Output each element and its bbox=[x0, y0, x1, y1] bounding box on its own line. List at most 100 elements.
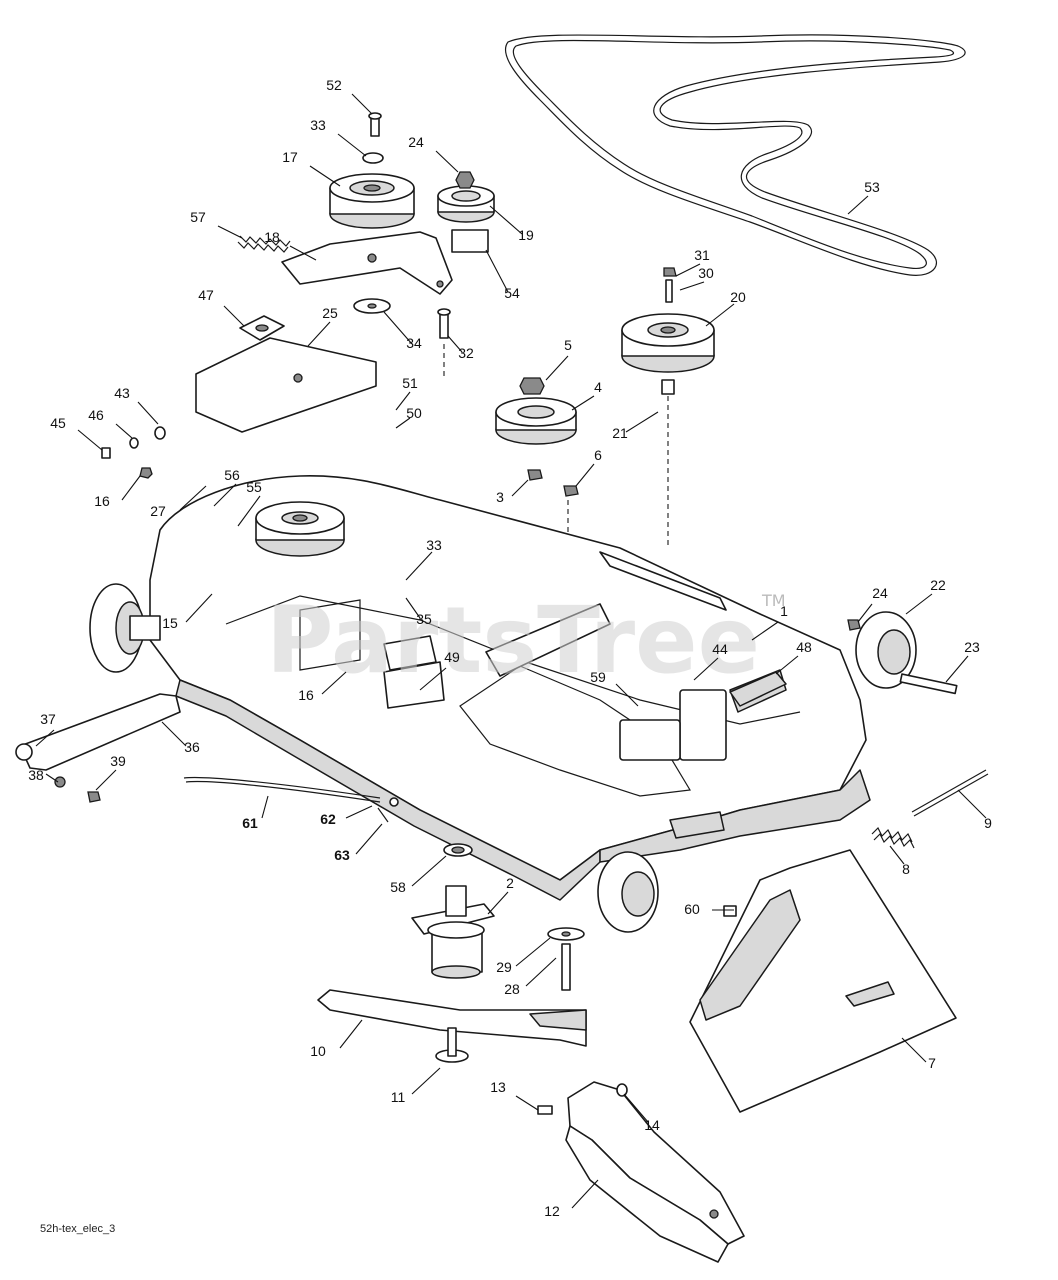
callout-label[interactable]: 12 bbox=[544, 1203, 560, 1219]
callout-label[interactable]: 28 bbox=[504, 981, 520, 997]
callout-label[interactable]: 17 bbox=[282, 149, 298, 165]
callout-label[interactable]: 36 bbox=[184, 739, 200, 755]
callout-label[interactable]: 18 bbox=[264, 229, 280, 245]
callout-label[interactable]: 30 bbox=[698, 265, 714, 281]
belt-cover-25[interactable] bbox=[195, 337, 377, 433]
callout-label[interactable]: 53 bbox=[864, 179, 880, 195]
washer-29[interactable] bbox=[547, 927, 585, 941]
blade-10[interactable] bbox=[317, 989, 587, 1047]
callout-label[interactable]: 24 bbox=[408, 134, 424, 150]
caster-wheel-left[interactable] bbox=[89, 583, 161, 673]
callout-label[interactable]: 45 bbox=[50, 415, 66, 431]
leader-line bbox=[261, 795, 269, 819]
callout-label[interactable]: 56 bbox=[224, 467, 240, 483]
callout-label[interactable]: 15 bbox=[162, 615, 178, 631]
idler-pulley-17[interactable] bbox=[329, 173, 415, 229]
washer-33-top[interactable] bbox=[362, 152, 384, 164]
callout-label[interactable]: 16 bbox=[94, 493, 110, 509]
bolt-52[interactable] bbox=[368, 112, 382, 137]
bolt-28[interactable] bbox=[561, 943, 571, 991]
bearing-58[interactable] bbox=[443, 843, 473, 857]
hardware-43-46-45[interactable] bbox=[101, 426, 166, 479]
spring-57[interactable] bbox=[237, 235, 291, 253]
flat-idler-pulley-19[interactable] bbox=[437, 185, 495, 253]
rod-9[interactable] bbox=[911, 769, 989, 817]
callout-label[interactable]: 62 bbox=[320, 811, 336, 827]
callout-label[interactable]: 35 bbox=[416, 611, 432, 627]
leader-line bbox=[137, 401, 159, 425]
bolt-32[interactable] bbox=[437, 308, 451, 339]
leader-line bbox=[35, 729, 55, 747]
callout-label[interactable]: 7 bbox=[928, 1055, 936, 1071]
callout-label[interactable]: 50 bbox=[406, 405, 422, 421]
washer-34[interactable] bbox=[353, 298, 391, 314]
callout-label[interactable]: 24 bbox=[872, 585, 888, 601]
callout-label[interactable]: 11 bbox=[391, 1089, 406, 1105]
rod-61[interactable] bbox=[183, 776, 399, 823]
spring-8[interactable] bbox=[871, 826, 915, 849]
callout-label[interactable]: 34 bbox=[406, 335, 422, 351]
drive-belt[interactable] bbox=[505, 34, 966, 276]
callout-label[interactable]: 59 bbox=[590, 669, 606, 685]
idler-arm-18[interactable] bbox=[281, 231, 453, 295]
chute-bracket-12[interactable] bbox=[537, 1081, 745, 1263]
callout-label[interactable]: 9 bbox=[984, 815, 992, 831]
callout-label[interactable]: 61 bbox=[242, 815, 258, 831]
callout-label[interactable]: 27 bbox=[150, 503, 166, 519]
spindle-assembly-2[interactable] bbox=[411, 885, 495, 979]
callout-label[interactable]: 31 bbox=[694, 247, 710, 263]
callout-label[interactable]: 29 bbox=[496, 959, 512, 975]
callout-label[interactable]: 20 bbox=[730, 289, 746, 305]
hardware-3-6[interactable] bbox=[527, 469, 579, 497]
callout-label[interactable]: 48 bbox=[796, 639, 812, 655]
lift-link-36[interactable] bbox=[15, 693, 181, 803]
callout-label[interactable]: 22 bbox=[930, 577, 946, 593]
callout-label[interactable]: 14 bbox=[644, 1117, 660, 1133]
callout-label[interactable]: 52 bbox=[326, 77, 342, 93]
callout-label[interactable]: 57 bbox=[190, 209, 206, 225]
gauge-wheel-22[interactable] bbox=[847, 611, 958, 695]
callout-label[interactable]: 3 bbox=[496, 489, 504, 505]
callout-label[interactable]: 33 bbox=[310, 117, 326, 133]
callout-label[interactable]: 16 bbox=[298, 687, 314, 703]
callout-label[interactable]: 55 bbox=[246, 479, 262, 495]
callout-label[interactable]: 10 bbox=[310, 1043, 326, 1059]
leader-line bbox=[355, 823, 383, 855]
spindle-pulley-55[interactable] bbox=[255, 501, 345, 557]
callout-label[interactable]: 2 bbox=[506, 875, 514, 891]
callout-label[interactable]: 19 bbox=[518, 227, 534, 243]
callout-label[interactable]: 13 bbox=[490, 1079, 506, 1095]
callout-label[interactable]: 54 bbox=[504, 285, 520, 301]
callout-label[interactable]: 6 bbox=[594, 447, 602, 463]
caster-wheel-bottom[interactable] bbox=[597, 851, 659, 933]
callout-57: 57 bbox=[190, 209, 243, 239]
callout-label[interactable]: 43 bbox=[114, 385, 130, 401]
callout-label[interactable]: 51 bbox=[402, 375, 418, 391]
callout-label[interactable]: 58 bbox=[390, 879, 406, 895]
nut-24-top[interactable] bbox=[455, 171, 475, 189]
callout-label[interactable]: 49 bbox=[444, 649, 460, 665]
discharge-chute-7[interactable] bbox=[689, 849, 957, 1113]
callout-label[interactable]: 37 bbox=[40, 711, 56, 727]
callout-label[interactable]: 23 bbox=[964, 639, 980, 655]
callout-label[interactable]: 32 bbox=[458, 345, 474, 361]
callout-label[interactable]: 1 bbox=[780, 603, 788, 619]
pulley-4[interactable] bbox=[495, 377, 577, 445]
callout-label[interactable]: 60 bbox=[684, 901, 700, 917]
callout-label[interactable]: 63 bbox=[334, 847, 350, 863]
callout-label[interactable]: 44 bbox=[712, 641, 728, 657]
callout-label[interactable]: 46 bbox=[88, 407, 104, 423]
mower-deck-1[interactable] bbox=[149, 475, 871, 901]
callout-label[interactable]: 33 bbox=[426, 537, 442, 553]
callout-label[interactable]: 4 bbox=[594, 379, 602, 395]
callout-label[interactable]: 39 bbox=[110, 753, 126, 769]
plate-47[interactable] bbox=[239, 315, 285, 341]
pulley-20[interactable] bbox=[621, 267, 715, 395]
callout-label[interactable]: 47 bbox=[198, 287, 214, 303]
bolt-11[interactable] bbox=[435, 1027, 469, 1063]
callout-label[interactable]: 21 bbox=[612, 425, 628, 441]
callout-label[interactable]: 38 bbox=[28, 767, 44, 783]
callout-label[interactable]: 5 bbox=[564, 337, 572, 353]
callout-label[interactable]: 25 bbox=[322, 305, 338, 321]
callout-label[interactable]: 8 bbox=[902, 861, 910, 877]
